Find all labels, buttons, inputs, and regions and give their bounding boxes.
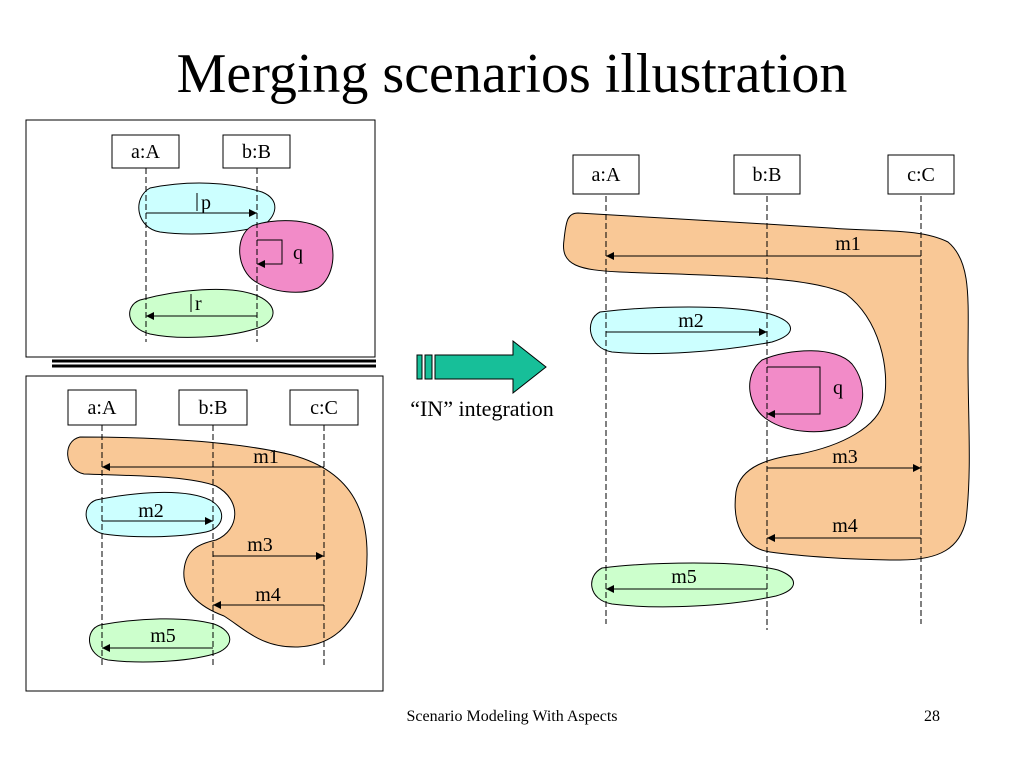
message-label-m1: m1 bbox=[835, 233, 861, 255]
merged-region-orange bbox=[563, 212, 970, 561]
page-number: 28 bbox=[924, 708, 940, 725]
merged-region-m2 bbox=[590, 306, 791, 355]
integration-arrow bbox=[416, 339, 547, 395]
message-label-r: r bbox=[195, 293, 202, 315]
object-label-c: c:C bbox=[907, 164, 935, 186]
object-box-b bbox=[178, 389, 248, 426]
object-box-b bbox=[222, 134, 291, 169]
object-label-b: b:B bbox=[242, 141, 271, 163]
slide-title: Merging scenarios illustration bbox=[176, 43, 848, 105]
message-label-q: q bbox=[833, 377, 843, 399]
merged-region-q bbox=[749, 350, 864, 433]
object-box-c bbox=[289, 389, 359, 426]
object-label-a: a:A bbox=[131, 141, 160, 163]
object-label-a: a:A bbox=[88, 397, 117, 419]
object-label-b: b:B bbox=[753, 164, 782, 186]
message-label-p: p bbox=[201, 192, 211, 214]
message-label-m3: m3 bbox=[832, 446, 858, 468]
base-region-m2 bbox=[85, 491, 222, 538]
message-label-m1: m1 bbox=[253, 446, 279, 468]
merged-region-m5 bbox=[591, 562, 794, 608]
object-box-a bbox=[111, 134, 180, 169]
message-label-m5: m5 bbox=[671, 566, 697, 588]
message-label-m2: m2 bbox=[678, 310, 704, 332]
aspect-scenario-panel: a:A b:B p q r bbox=[25, 119, 376, 358]
object-box-b bbox=[733, 154, 801, 195]
message-label-m4: m4 bbox=[255, 584, 281, 606]
message-arrow-q bbox=[257, 239, 283, 268]
object-box-a bbox=[67, 389, 137, 426]
message-label-q: q bbox=[293, 242, 303, 264]
arrow-bar bbox=[416, 354, 423, 380]
message-label-m3: m3 bbox=[247, 534, 273, 556]
message-label-m4: m4 bbox=[832, 515, 858, 537]
object-box-c bbox=[887, 154, 955, 195]
base-region-m5 bbox=[89, 618, 231, 663]
object-label-b: b:B bbox=[199, 397, 228, 419]
object-label-a: a:A bbox=[592, 164, 621, 186]
base-scenario-panel: a:A b:B c:C m1 m2 m3 m4 m5 bbox=[25, 375, 384, 692]
message-arrow-q bbox=[767, 366, 821, 418]
arrow-head-icon bbox=[434, 339, 547, 395]
aspect-region-r bbox=[129, 288, 274, 338]
object-label-c: c:C bbox=[310, 397, 338, 419]
message-label-m2: m2 bbox=[138, 500, 164, 522]
object-box-a bbox=[572, 154, 640, 195]
integration-label: “IN” integration bbox=[410, 396, 554, 421]
base-region-orange bbox=[67, 436, 368, 648]
aspect-region-q bbox=[239, 220, 334, 293]
arrow-bar bbox=[424, 354, 433, 380]
message-label-m5: m5 bbox=[150, 625, 176, 647]
footer-title: Scenario Modeling With Aspects bbox=[406, 708, 618, 725]
merged-scenario-panel: a:A b:B c:C m1 m2 q m3 m4 m5 bbox=[563, 154, 970, 630]
